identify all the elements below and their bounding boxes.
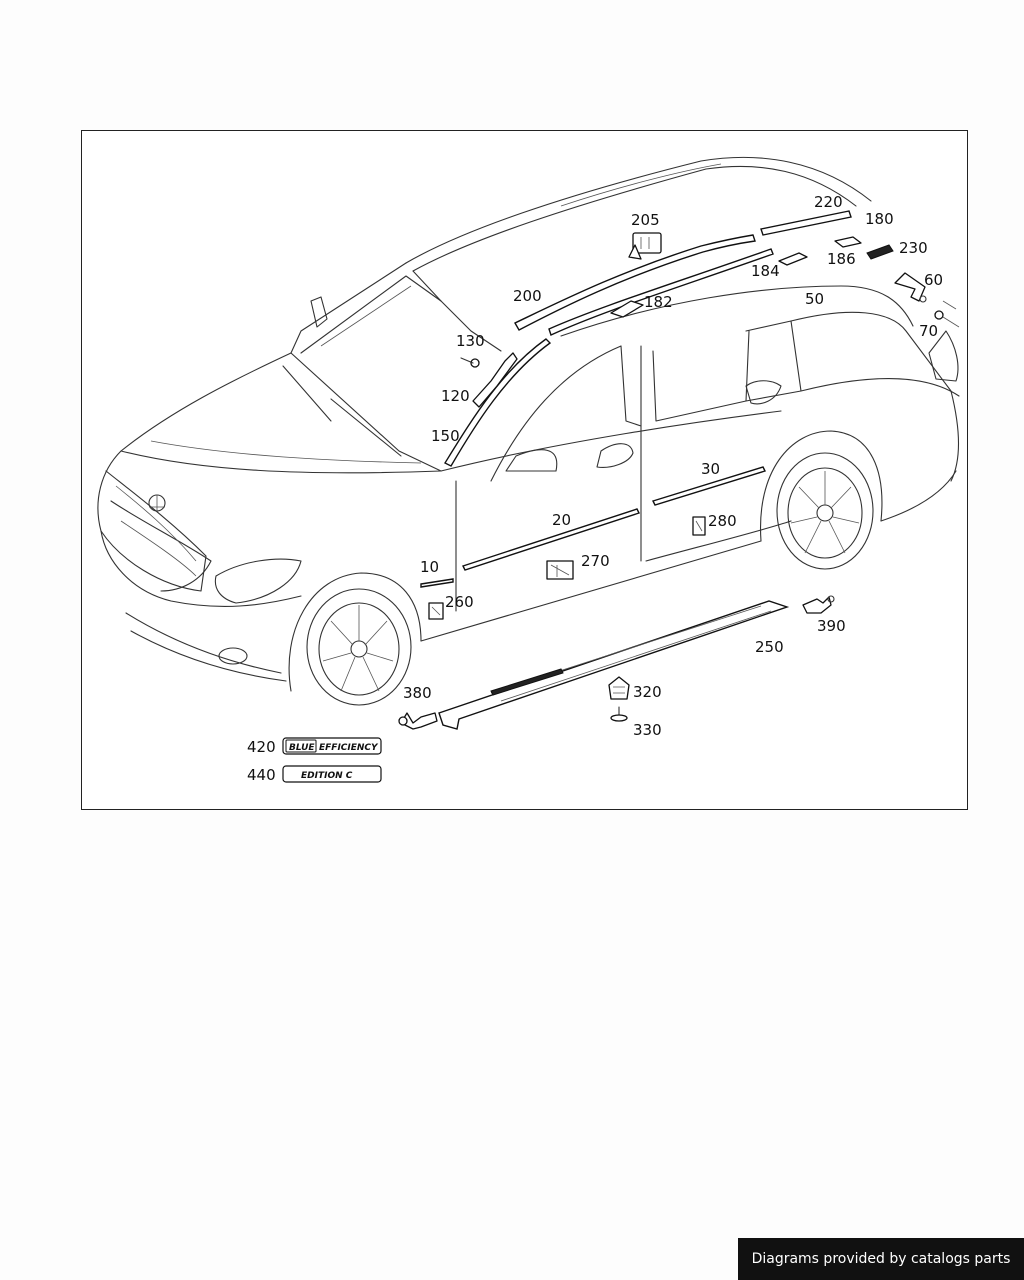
- clip-205-icon: [628, 232, 662, 260]
- callout-330: 330: [633, 721, 662, 739]
- sill-panel-250: [438, 600, 790, 730]
- callout-184: 184: [751, 262, 780, 280]
- callout-182: 182: [644, 293, 673, 311]
- callout-60: 60: [924, 271, 943, 289]
- small-parts: [398, 232, 960, 730]
- badge-edition-text: EDITION C: [301, 771, 353, 781]
- callout-labels: 205 220 180 230 184 186 60 200 182 50 70…: [247, 193, 943, 784]
- rear-door-strip-30: [652, 466, 766, 506]
- blue-efficiency-badge: BLUE EFFICIENCY: [282, 737, 382, 755]
- callout-70: 70: [919, 322, 938, 340]
- push-pin-380-icon: [398, 712, 438, 730]
- badge-blue-text: BLUE: [289, 743, 315, 753]
- roof-strip-200: [514, 234, 756, 331]
- callout-280: 280: [708, 512, 737, 530]
- callout-180: 180: [865, 210, 894, 228]
- fender-strip-10: [420, 578, 454, 588]
- callout-260: 260: [445, 593, 474, 611]
- edition-c-badge: EDITION C: [282, 765, 382, 783]
- rivet-330-icon: [610, 706, 628, 722]
- clip-260-icon: [428, 602, 444, 620]
- callout-50: 50: [805, 290, 824, 308]
- diagram-frame: BLUE EFFICIENCY EDITION C 205 220 180 23…: [81, 130, 968, 810]
- callout-440: 440: [247, 766, 276, 784]
- screw-70-icon: [934, 310, 960, 328]
- clip-184-icon: [778, 252, 808, 266]
- bracket-60-icon: [894, 272, 927, 303]
- callout-270: 270: [581, 552, 610, 570]
- roof-rail-lower: [548, 248, 774, 336]
- callout-220: 220: [814, 193, 843, 211]
- callout-205: 205: [631, 211, 660, 229]
- roof-strip-220: [760, 210, 852, 236]
- badge-efficiency-text: EFFICIENCY: [319, 743, 379, 753]
- car-outline: [97, 156, 960, 706]
- bracket-120-icon: [472, 352, 518, 408]
- bolt-130-icon: [460, 357, 480, 368]
- callout-10: 10: [420, 558, 439, 576]
- moulding-strips: [420, 210, 914, 730]
- callout-420: 420: [247, 738, 276, 756]
- callout-150: 150: [431, 427, 460, 445]
- callout-30: 30: [701, 460, 720, 478]
- callout-120: 120: [441, 387, 470, 405]
- clip-186-icon: [834, 236, 862, 248]
- clip-270-icon: [546, 560, 574, 580]
- callout-130: 130: [456, 332, 485, 350]
- callout-250: 250: [755, 638, 784, 656]
- callout-380: 380: [403, 684, 432, 702]
- callout-186: 186: [827, 250, 856, 268]
- callout-390: 390: [817, 617, 846, 635]
- callout-320: 320: [633, 683, 662, 701]
- callout-230: 230: [899, 239, 928, 257]
- a-pillar-strip-150: [444, 338, 552, 467]
- credit-text: Diagrams provided by catalogs parts: [751, 1251, 1011, 1267]
- drip-rail-50: [560, 285, 914, 337]
- clip-280-icon: [692, 516, 706, 536]
- push-pin-390-icon: [802, 595, 835, 614]
- callout-200: 200: [513, 287, 542, 305]
- front-door-strip-20: [462, 508, 640, 571]
- clip-182-icon: [610, 300, 644, 318]
- credit-banner: Diagrams provided by catalogs parts: [738, 1238, 1024, 1280]
- parts-diagram: BLUE EFFICIENCY EDITION C 205 220 180 23…: [97, 156, 960, 784]
- clip-320-icon: [608, 676, 630, 700]
- callout-20: 20: [552, 511, 571, 529]
- clip-230-icon: [866, 244, 894, 260]
